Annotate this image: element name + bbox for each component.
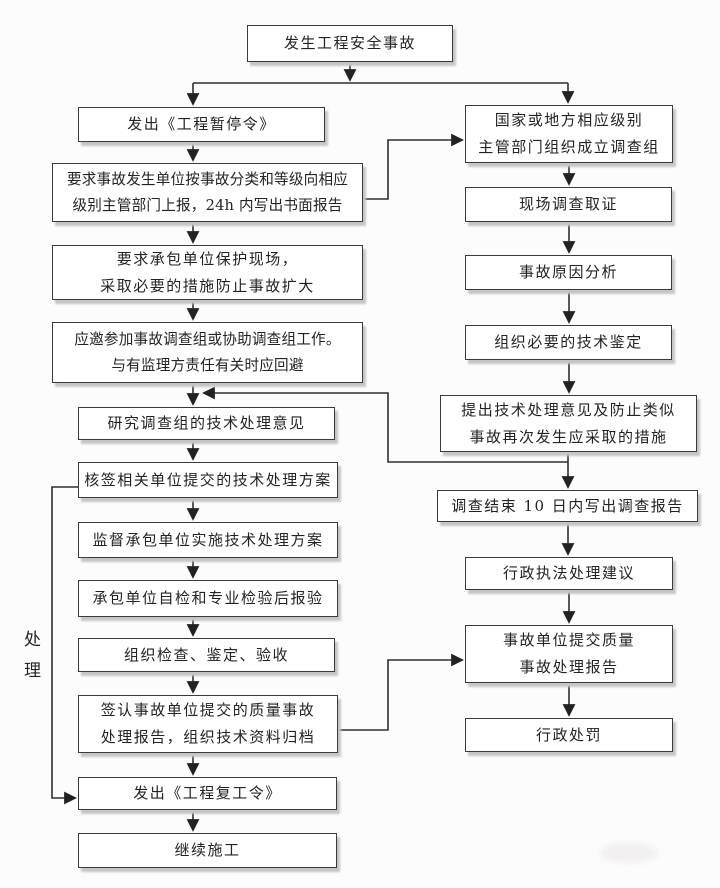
node-join-investigation-team: 应邀参加事故调查组或协助调查组工作。 与有监理方责任有关时应回避 — [52, 322, 363, 383]
node-unit-submits-quality-report: 事故单位提交质量 事故处理报告 — [465, 625, 673, 683]
node-study-technical-opinion: 研究调查组的技术处理意见 — [78, 407, 335, 440]
node-sign-quality-report-archive: 签认事故单位提交的质量事故 处理报告，组织技术资料归档 — [78, 695, 338, 753]
node-label: 行政执法处理建议 — [502, 564, 635, 583]
node-label: 研究调查组的技术处理意见 — [107, 414, 306, 433]
side-label-handling: 处理 — [20, 630, 40, 692]
node-authority-forms-team: 国家或地方相应级别 主管部门组织成立调查组 — [465, 105, 673, 163]
edge-l6-l11-bypass — [51, 486, 78, 805]
node-organize-inspection-acceptance: 组织检查、鉴定、验收 — [78, 638, 335, 672]
node-label: 监督承包单位实施技术处理方案 — [92, 530, 324, 549]
node-issue-resume-order: 发出《工程复工令》 — [78, 777, 337, 810]
node-technical-appraisal: 组织必要的技术鉴定 — [465, 325, 672, 360]
node-label: 继续施工 — [174, 841, 241, 860]
node-label: 提出技术处理意见及防止类似 事故再次发生应采取的措施 — [461, 400, 676, 446]
node-countersign-treatment-plan: 核签相关单位提交的技术处理方案 — [78, 462, 338, 498]
node-site-investigation: 现场调查取证 — [465, 187, 672, 222]
node-contractor-self-inspection: 承包单位自检和专业检验后报验 — [78, 580, 338, 617]
node-continue-construction: 继续施工 — [78, 833, 337, 868]
node-label: 国家或地方相应级别 主管部门组织成立调查组 — [478, 111, 660, 156]
node-label: 发生工程安全事故 — [283, 34, 416, 53]
node-investigation-report-10days: 调查结束 10 日内写出调查报告 — [437, 490, 698, 522]
node-supervise-implementation: 监督承包单位实施技术处理方案 — [78, 522, 338, 558]
node-label: 行政处罚 — [535, 725, 602, 744]
edge-r5-l5 — [202, 386, 568, 463]
node-label: 组织必要的技术鉴定 — [494, 333, 643, 352]
node-label: 核签相关单位提交的技术处理方案 — [84, 470, 332, 489]
node-label: 发出《工程复工令》 — [133, 784, 282, 803]
node-cause-analysis: 事故原因分析 — [465, 255, 672, 290]
node-label: 组织检查、鉴定、验收 — [123, 645, 289, 664]
node-label: 应邀参加事故调查组或协助调查组工作。 与有监理方责任有关时应回避 — [74, 330, 341, 374]
node-propose-treatment-measures: 提出技术处理意见及防止类似 事故再次发生应采取的措施 — [440, 395, 697, 452]
watermark-smudge — [600, 843, 658, 863]
node-label: 发出《工程暂停令》 — [127, 115, 276, 134]
node-label: 承包单位自检和专业检验后报验 — [92, 589, 324, 608]
edge-l2-r1 — [363, 133, 464, 200]
node-protect-site: 要求承包单位保护现场， 采取必要的措施防止事故扩大 — [52, 245, 363, 300]
node-require-report-24h: 要求事故发生单位按事故分类和等级向相应 级别主管部门上报，24h 内写出书面报告 — [52, 163, 363, 222]
node-label: 签认事故单位提交的质量事故 处理报告，组织技术资料归档 — [100, 701, 316, 746]
node-label: 事故原因分析 — [518, 263, 618, 282]
node-law-enforcement-suggestion: 行政执法处理建议 — [465, 557, 673, 590]
node-label: 事故单位提交质量 事故处理报告 — [502, 631, 635, 676]
node-accident-occurs: 发生工程安全事故 — [247, 25, 453, 62]
edge-l10-r8 — [338, 653, 464, 731]
node-label: 要求事故发生单位按事故分类和等级向相应 级别主管部门上报，24h 内写出书面报告 — [66, 170, 349, 214]
node-label: 调查结束 10 日内写出调查报告 — [451, 496, 684, 515]
node-issue-suspension-order: 发出《工程暂停令》 — [78, 107, 325, 142]
node-label: 现场调查取证 — [518, 195, 618, 214]
node-label: 要求承包单位保护现场， 采取必要的措施防止事故扩大 — [100, 249, 315, 295]
node-administrative-penalty: 行政处罚 — [465, 718, 673, 752]
